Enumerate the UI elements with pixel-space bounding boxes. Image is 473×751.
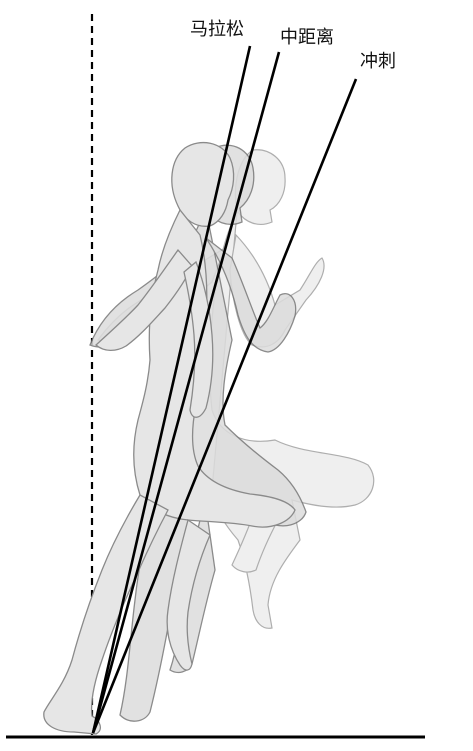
label-middle-distance: 中距离 [280, 27, 334, 48]
label-sprint: 冲刺 [360, 51, 396, 72]
runner-marathon-figure [44, 143, 295, 734]
label-marathon: 马拉松 [190, 19, 244, 40]
